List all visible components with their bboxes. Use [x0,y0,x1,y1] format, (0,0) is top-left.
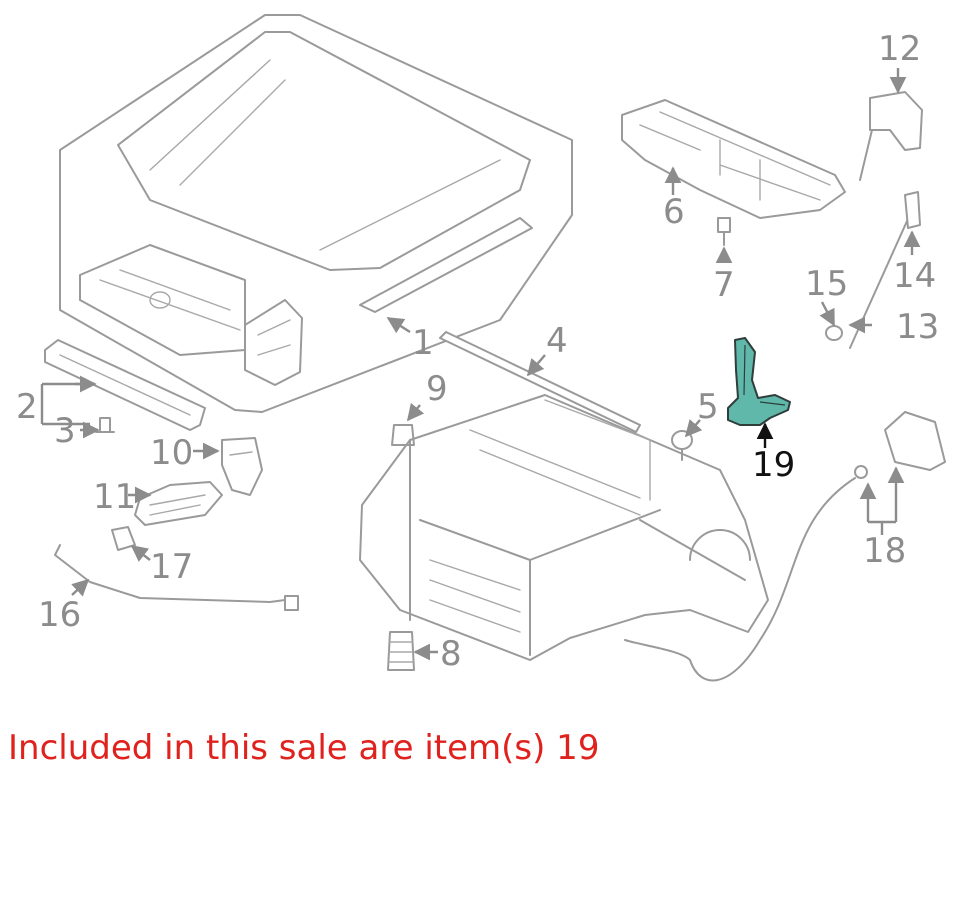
callout-16: 16 [38,595,81,635]
callout-8: 8 [440,634,462,674]
callout-12: 12 [878,29,921,69]
hood-lock-support [44,339,206,431]
callout-6: 6 [663,192,685,232]
prop-rod-clip [904,191,921,229]
callout-14: 14 [893,256,936,296]
callout-15: 15 [805,264,848,304]
callout-19: 19 [752,445,795,485]
clip-17 [111,526,136,551]
radiator-support [359,394,769,661]
bumper-stop [387,631,415,671]
callout-10: 10 [150,433,193,473]
callout-17: 17 [150,547,193,587]
callout-13: 13 [896,307,939,347]
sale-note: Included in this sale are item(s) 19 [8,728,600,768]
parts-diagram: 1 2 3 4 5 6 7 8 9 10 11 12 13 14 15 16 1… [16,14,946,682]
hood-panel [59,14,573,413]
callout-1: 1 [412,323,434,363]
cable-bracket [624,411,946,682]
screw [717,217,731,246]
callout-2: 2 [16,387,38,427]
bolt [95,417,115,433]
callout-5: 5 [697,387,719,427]
bumper [391,424,415,446]
callout-4: 4 [546,321,568,361]
callout-7: 7 [713,265,735,305]
hinge [859,91,923,181]
highlighted-bracket [727,337,791,426]
callout-labels: 1 2 3 4 5 6 7 8 9 10 11 12 13 14 15 16 1… [16,29,939,674]
callout-3: 3 [54,411,76,451]
callout-11: 11 [93,477,136,517]
release-cable [54,544,299,611]
hood-latch [221,437,263,496]
release-lever [134,481,223,526]
grommet [825,325,843,341]
weatherstrip [439,331,641,433]
callout-9: 9 [426,369,448,409]
insulator-bracket [621,99,846,219]
callout-18: 18 [863,531,906,571]
leader-lines [40,68,921,661]
